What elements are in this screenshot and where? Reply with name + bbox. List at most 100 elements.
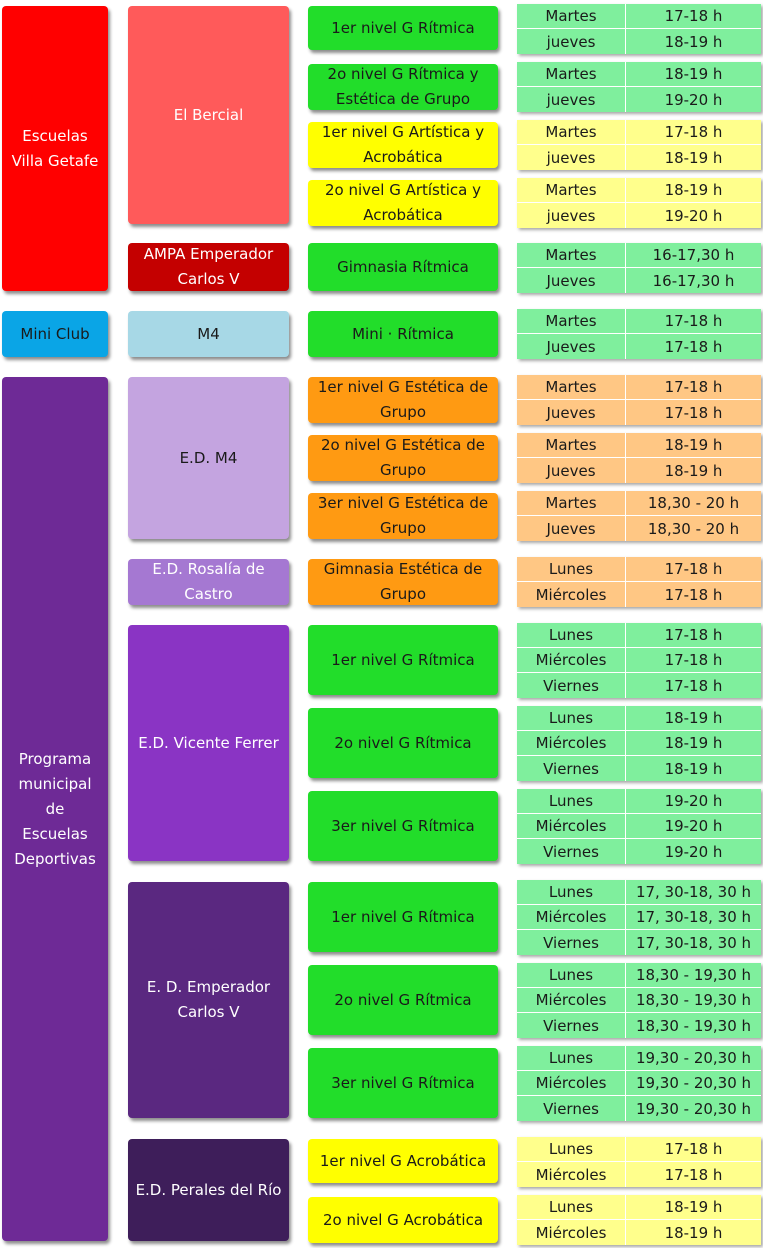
schedule-day: Martes [517,120,626,144]
schedule-day: jueves [517,29,626,54]
activity-label: 2o nivel G Estética de Grupo [320,436,485,479]
venue-ampa-emperador-carlos-v: AMPA Emperador Carlos V [128,243,289,291]
activity-label: 2o nivel G Acrobática [322,1210,484,1229]
venue-label: E.D. Vicente Ferrer [138,733,279,752]
schedule-row: Jueves 18,30 - 20 h [517,516,761,541]
activity-box: 3er nivel G Rítmica [308,791,498,861]
schedule-day: jueves [517,203,626,228]
activity-label: 2o nivel G Artística y Acrobática [324,181,482,224]
schedule-time: 18-19 h [664,32,723,51]
schedule-time: 19-20 h [664,817,723,835]
activity-box: Mini · Rítmica [308,311,498,357]
schedule-day: Lunes [517,557,626,581]
activity-box: Gimnasia Estética de Grupo [308,559,498,605]
schedule-time: 18,30 - 19,30 h [635,966,752,984]
venue-label: E.D. Perales del Río [135,1180,282,1199]
schedule-time: 17, 30-18, 30 h [635,883,752,901]
schedule-day: Miércoles [517,814,626,838]
schedule-time: 17-18 h [664,1165,723,1184]
schedule-day: Martes [517,243,626,267]
schedule-day: Jueves [517,516,626,541]
schedule-time: 17-18 h [664,312,723,330]
venue-label: AMPA Emperador Carlos V [143,245,274,288]
schedule-time: 18-19 h [664,734,723,752]
schedule-time: 18,30 - 20 h [647,519,740,538]
schedule-row: jueves 18-19 h [517,29,761,54]
schedule-row: Viernes 19-20 h [517,839,761,864]
schedule-day: Viernes [517,756,626,781]
schedule-row: Miércoles 17-18 h [517,1162,761,1187]
activity-box: 2o nivel G Acrobática [308,1197,498,1243]
schedule-day: Lunes [517,963,626,987]
activity-box: 2o nivel G Rítmica y Estética de Grupo [308,64,498,110]
schedule-time: 18,30 - 20 h [647,494,740,512]
activity-label: 1er nivel G Rítmica [331,650,475,669]
schedule-time: 18-19 h [664,65,723,83]
activity-box: 3er nivel G Rítmica [308,1048,498,1118]
schedule-time: 18,30 - 19,30 h [635,991,752,1009]
venue-ed-emperador-carlos-v: E. D. Emperador Carlos V [128,882,289,1118]
schedule-time: 19,30 - 20,30 h [635,1099,752,1118]
program-label: Escuelas Villa Getafe [11,126,99,170]
schedule-time: 16-17,30 h [652,246,735,264]
activity-box: 1er nivel G Acrobática [308,1139,498,1183]
schedule-day: Miércoles [517,1162,626,1187]
schedule-time: 18-19 h [664,148,723,167]
schedule-row: Viernes 17-18 h [517,673,761,698]
activity-box: 1er nivel G Rítmica [308,625,498,695]
activity-box: 1er nivel G Artística y Acrobática [308,122,498,168]
schedule-day: Miércoles [517,1071,626,1095]
schedule-day: Viernes [517,839,626,864]
venue-label: E. D. Emperador Carlos V [146,978,271,1021]
schedule-time: 18-19 h [664,1223,723,1242]
schedule-time: 19-20 h [664,792,723,810]
schedule-table: Lunes 17-18 h Miércoles 17-18 h [517,1137,761,1187]
venue-label: El Bercial [173,105,244,124]
schedule-day: Lunes [517,1046,626,1070]
schedule-day: Lunes [517,706,626,730]
schedule-time: 17-18 h [664,337,723,356]
schedule-day: Viernes [517,1096,626,1121]
schedule-time: 17-18 h [664,7,723,25]
activity-label: 1er nivel G Rítmica [331,907,475,926]
activity-label: 3er nivel G Rítmica [331,816,475,835]
schedule-day: Lunes [517,1195,626,1219]
schedule-day: Martes [517,178,626,202]
schedule-day: Martes [517,433,626,457]
schedule-row: Viernes 19,30 - 20,30 h [517,1096,761,1121]
schedule-time: 17, 30-18, 30 h [635,933,752,952]
activity-box: 3er nivel G Estética de Grupo [308,493,498,539]
schedule-day: Lunes [517,1137,626,1161]
schedule-time: 19,30 - 20,30 h [635,1074,752,1092]
schedule-time: 19-20 h [664,842,723,861]
schedule-day: Viernes [517,673,626,698]
activity-box: 1er nivel G Rítmica [308,882,498,952]
activity-label: Mini · Rítmica [352,324,454,343]
schedule-time: 17-18 h [664,676,723,695]
activity-label: 2o nivel G Rítmica y Estética de Grupo [327,65,479,108]
